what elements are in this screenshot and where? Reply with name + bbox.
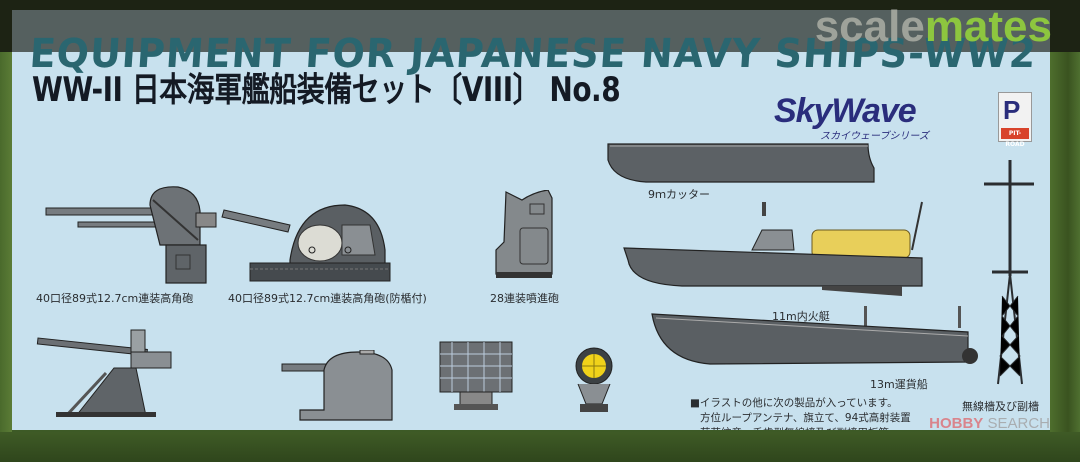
item-11m-launch [622, 200, 932, 304]
item-type21-radar [438, 340, 518, 419]
frame-left [0, 0, 12, 462]
pitroad-letter: P [1003, 95, 1021, 125]
rocket-launcher-icon [495, 189, 553, 278]
watermark-part-1: scale [814, 2, 925, 51]
pitroad-logo: P PIT-ROAD [998, 92, 1032, 148]
shielded-aa-gun-icon [281, 349, 393, 421]
hobby-part-1: HOBBY [929, 415, 984, 432]
label-13m-transport: 13m運貨船 [870, 378, 928, 391]
cutter-boat-icon [607, 143, 875, 183]
searchlight-icon [575, 347, 613, 412]
triple-aa-gun-icon [36, 329, 172, 418]
motor-launch-icon [623, 201, 923, 296]
item-mast [982, 156, 1042, 390]
note-line-2: 方位ループアンテナ、旗立て、94式高射装置 [700, 412, 911, 424]
shielded-twin-gun-icon [221, 204, 391, 282]
contents-note: ■イラストの他に次の製品が入っています。 方位ループアンテナ、旗立て、94式高射… [690, 396, 911, 430]
item-9m-cutter [606, 140, 876, 189]
radio-mast-icon [984, 160, 1034, 385]
item-25mm-triple-aa [36, 328, 176, 422]
pitroad-name: PIT-ROAD [1001, 128, 1029, 148]
label-127-twin-gun-shield: 40口径89式12.7cm連装高角砲(防楯付) [228, 292, 427, 305]
scalemates-watermark: scalemates [815, 2, 1052, 52]
twin-gun-icon [45, 186, 217, 284]
radar-antenna-icon [439, 341, 513, 410]
item-rocket-launcher [494, 189, 564, 284]
item-127-twin-gun-shield [220, 195, 395, 289]
label-127-twin-gun: 40口径89式12.7cm連装高角砲 [36, 292, 194, 305]
japanese-title: WW-II 日本海軍艦船装備セット〔VIII〕 No.8 [32, 70, 621, 110]
note-line-3: 菊花紋章、千歳型無線檣及び副檣甲板等 [690, 426, 911, 430]
hobby-part-2: SEARCH [983, 415, 1050, 432]
box-art-panel: EQUIPMENT FOR JAPANESE NAVY SHIPS-WW2 〔V… [12, 10, 1050, 430]
skywave-logo: SkyWave [774, 92, 917, 130]
label-mast: 無線檣及び副檣 [962, 400, 1039, 413]
label-11m-launch: 11m内火艇 [772, 310, 830, 323]
item-searchlight [570, 344, 620, 423]
item-25mm-triple-aa-shield [280, 349, 400, 430]
hobbysearch-watermark: HOBBY SEARCH [929, 415, 1050, 432]
skywave-subtitle: スカイウェーブシリーズ [820, 131, 929, 142]
frame-bottom [0, 432, 1080, 462]
frame-right [1050, 0, 1080, 462]
note-line-1: ■イラストの他に次の製品が入っています。 [690, 397, 898, 409]
item-127-twin-gun [38, 185, 218, 289]
label-rocket-launcher: 28連装噴進砲 [490, 292, 559, 305]
panel-top-shade [12, 10, 1050, 52]
label-9m-cutter: 9ｍカッター [648, 188, 710, 201]
watermark-part-2: mates [924, 2, 1052, 51]
transport-boat-icon [651, 306, 978, 365]
item-13m-transport [650, 306, 980, 375]
